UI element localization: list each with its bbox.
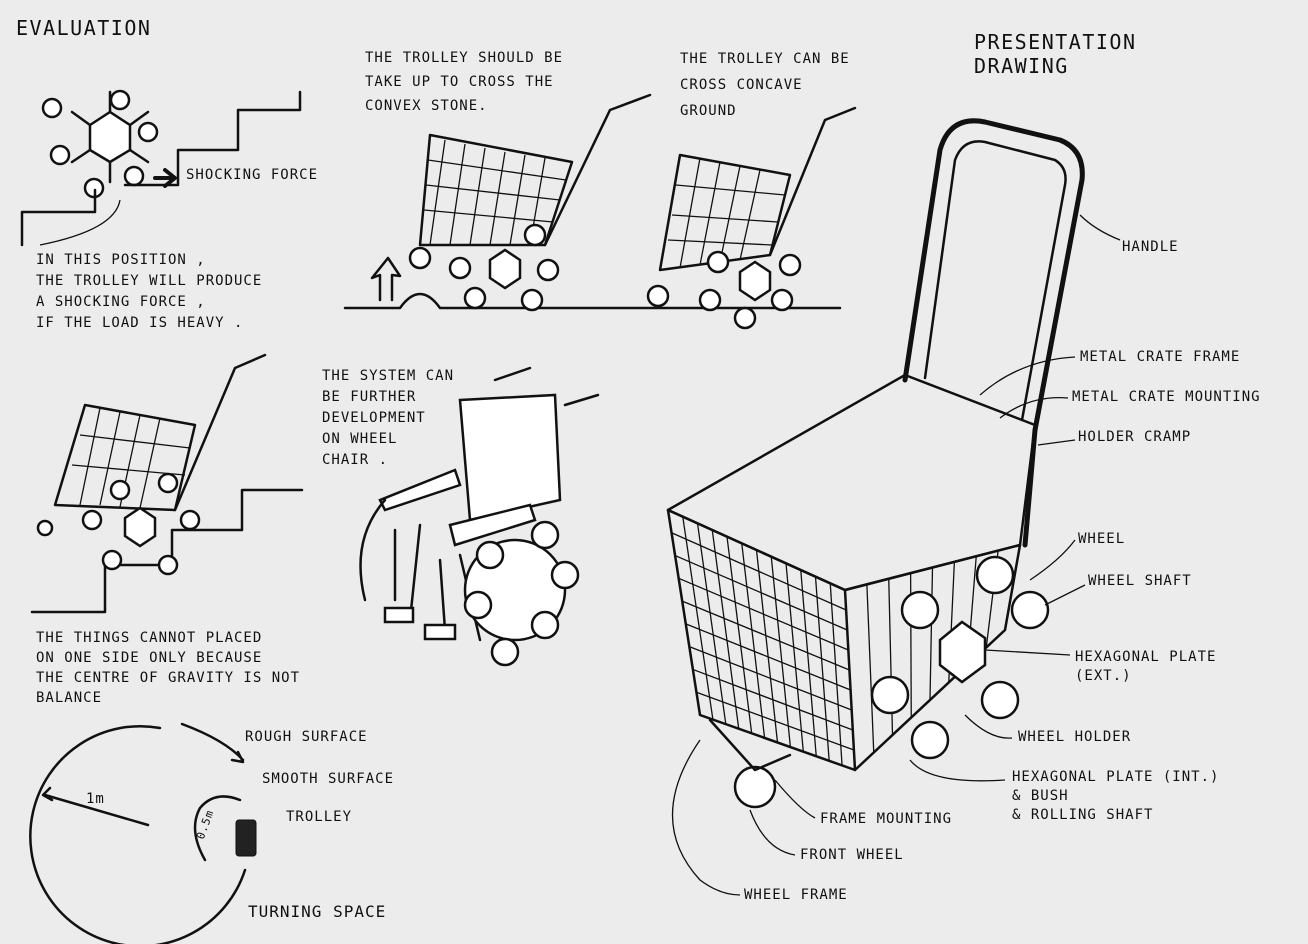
crate-mesh-line	[755, 549, 779, 743]
shocking-force-label: SHOCKING FORCE	[186, 167, 319, 183]
label-wheel-holder: WHEEL HOLDER	[1018, 729, 1132, 745]
crate-mesh-line	[678, 577, 849, 651]
trolley-stairs-sketch	[30, 353, 304, 614]
trolley-convex-sketch	[343, 93, 842, 312]
smooth-surface-label: SMOOTH SURFACE	[262, 771, 395, 787]
label-wheel-frame: WHEEL FRAME	[744, 887, 848, 903]
turning-space-title: TURNING SPACE	[248, 902, 387, 921]
crate-mesh-line	[866, 584, 875, 753]
label-crate-frame: METAL CRATE FRAME	[1080, 349, 1241, 365]
crate-mesh-line	[682, 516, 714, 720]
crate-mesh-line	[689, 646, 852, 711]
crate-mesh-line	[671, 532, 847, 611]
presentation-title: PRESENTATION DRAWING	[974, 30, 1137, 78]
evaluation-title: EVALUATION	[16, 16, 152, 40]
crate-mesh-line	[685, 623, 851, 691]
rough-surface-label: ROUGH SURFACE	[245, 729, 368, 745]
crate-mesh-line	[829, 583, 843, 766]
crate-mesh-line	[785, 563, 804, 752]
trolley-concave-sketch	[646, 106, 857, 330]
wheelchair-sketch	[359, 366, 600, 667]
label-wheel: WHEEL	[1078, 531, 1126, 547]
label-hex-plate-int: HEXAGONAL PLATE (INT.) & BUSH & ROLLING …	[1012, 769, 1220, 823]
crate-mesh-line	[814, 576, 830, 761]
star-wheel-sketch-top-left	[20, 89, 302, 247]
presentation-trolley-sketch	[666, 118, 1085, 809]
label-front-wheel: FRONT WHEEL	[800, 847, 904, 863]
shock-note: IN THIS POSITION , THE TROLLEY WILL PROD…	[36, 252, 263, 331]
crate-mesh-line	[726, 536, 753, 734]
label-handle: HANDLE	[1122, 239, 1179, 255]
crate-mesh-line	[770, 556, 792, 748]
crate-mesh-line	[696, 691, 855, 751]
concave-note: THE TROLLEY CAN BE CROSS CONCAVE GROUND	[680, 51, 850, 119]
convex-note: THE TROLLEY SHOULD BE TAKE UP TO CROSS T…	[365, 50, 564, 114]
radius-1m-label: 1m	[86, 791, 105, 807]
trolley-label: TROLLEY	[286, 809, 353, 825]
label-hex-plate-ext: HEXAGONAL PLATE (EXT.)	[1075, 649, 1217, 684]
balance-note: THE THINGS CANNOT PLACED ON ONE SIDE ONL…	[36, 630, 301, 706]
turning-space-diagram	[29, 722, 257, 944]
crate-mesh-line	[741, 543, 766, 738]
crate-mesh-line	[711, 529, 740, 729]
label-holder-cramp: HOLDER CRAMP	[1078, 429, 1192, 445]
wheelchair-note: THE SYSTEM CAN BE FURTHER DEVELOPMENT ON…	[322, 368, 455, 468]
crate-mesh-line	[696, 523, 727, 725]
label-crate-mounting: METAL CRATE MOUNTING	[1072, 389, 1261, 405]
crate-mesh-line	[681, 600, 850, 671]
crate-mesh-line	[929, 567, 934, 701]
label-frame-mounting: FRAME MOUNTING	[820, 811, 953, 827]
leader-lines	[39, 199, 1121, 896]
crate-mesh-line	[674, 554, 848, 631]
crate-mesh-line	[692, 668, 854, 731]
label-wheel-shaft: WHEEL SHAFT	[1088, 573, 1192, 589]
crate-mesh-line	[800, 569, 817, 757]
